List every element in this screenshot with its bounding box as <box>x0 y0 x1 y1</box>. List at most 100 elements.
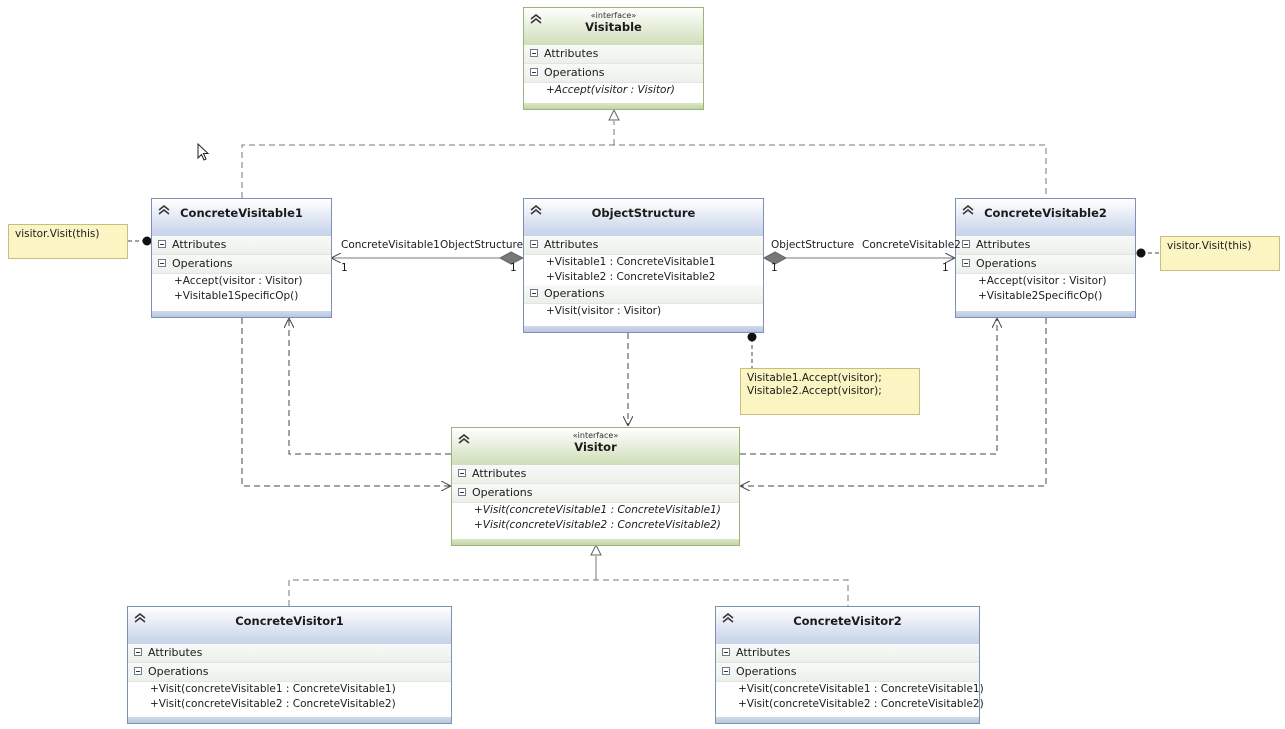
multiplicity-label: 1 <box>771 262 778 274</box>
collapse-minus-icon[interactable] <box>530 68 538 76</box>
operations-label: Operations <box>172 257 233 270</box>
attribute-member[interactable]: +Visitable1 : ConcreteVisitable1 <box>546 256 716 268</box>
operation-member[interactable]: +Visit(concreteVisitable2 : ConcreteVisi… <box>150 698 396 710</box>
class-visitor[interactable]: «interface» Visitor Attributes Operation… <box>451 427 740 546</box>
multiplicity-label: 1 <box>942 262 949 274</box>
class-concrete-visitor1[interactable]: ConcreteVisitor1 Attributes Operations +… <box>127 606 452 724</box>
collapse-chevron-icon[interactable] <box>529 13 543 25</box>
operations-section[interactable]: Operations <box>524 285 763 304</box>
operation-member[interactable]: +Visit(concreteVisitable1 : ConcreteVisi… <box>150 683 396 695</box>
attributes-section[interactable]: Attributes <box>152 236 331 255</box>
operations-section[interactable]: Operations <box>716 663 979 682</box>
note-anchor-dot-right <box>1136 248 1146 258</box>
attributes-label: Attributes <box>736 646 791 659</box>
composition-right <box>762 251 955 265</box>
collapse-chevron-icon[interactable] <box>133 612 147 624</box>
role-label: ObjectStructure <box>771 239 855 251</box>
operation-member[interactable]: +Visit(concreteVisitable1 : ConcreteVisi… <box>738 683 984 695</box>
collapse-minus-icon[interactable] <box>158 240 166 248</box>
note-anchor-dot-center <box>747 332 757 342</box>
operation-member[interactable]: +Visit(visitor : Visitor) <box>546 305 662 317</box>
attributes-section[interactable]: Attributes <box>128 644 451 663</box>
operations-label: Operations <box>472 486 533 499</box>
collapse-minus-icon[interactable] <box>530 289 538 297</box>
operations-section[interactable]: Operations <box>956 255 1135 274</box>
collapse-minus-icon[interactable] <box>158 259 166 267</box>
operations-section[interactable]: Operations <box>452 484 739 503</box>
operations-section[interactable]: Operations <box>128 663 451 682</box>
note-anchor-dot-left <box>142 236 152 246</box>
multiplicity-label: 1 <box>510 262 517 274</box>
collapse-minus-icon[interactable] <box>962 259 970 267</box>
dependency-lines <box>241 318 1047 486</box>
class-header: ConcreteVisitor1 <box>128 607 451 644</box>
note-center[interactable]: Visitable1.Accept(visitor); Visitable2.A… <box>740 368 920 415</box>
operation-member[interactable]: +Accept(visitor : Visitor) <box>978 275 1107 287</box>
operations-section[interactable]: Operations <box>524 64 703 83</box>
operation-member[interactable]: +Visitable1SpecificOp() <box>174 290 299 302</box>
collapse-chevron-icon[interactable] <box>529 204 543 216</box>
operations-label: Operations <box>736 665 797 678</box>
class-header: ConcreteVisitable2 <box>956 199 1135 236</box>
operation-member[interactable]: +Accept(visitor : Visitor) <box>174 275 303 287</box>
note-left[interactable]: visitor.Visit(this) <box>8 224 128 259</box>
class-name: ConcreteVisitor1 <box>235 614 344 628</box>
collapse-chevron-icon[interactable] <box>457 433 471 445</box>
composition-left <box>331 251 525 265</box>
attributes-section[interactable]: Attributes <box>956 236 1135 255</box>
operation-member[interactable]: +Accept(visitor : Visitor) <box>546 84 675 96</box>
collapse-minus-icon[interactable] <box>530 49 538 57</box>
realization-arrowhead-visitable <box>608 108 620 121</box>
collapse-minus-icon[interactable] <box>722 648 730 656</box>
collapse-minus-icon[interactable] <box>458 488 466 496</box>
operation-member[interactable]: +Visit(concreteVisitable2 : ConcreteVisi… <box>738 698 984 710</box>
class-footer <box>128 717 451 723</box>
operations-section[interactable]: Operations <box>152 255 331 274</box>
attributes-label: Attributes <box>172 238 227 251</box>
class-footer <box>956 311 1135 317</box>
operation-member[interactable]: +Visit(concreteVisitable1 : ConcreteVisi… <box>474 504 721 516</box>
attributes-section[interactable]: Attributes <box>524 45 703 64</box>
class-header: ConcreteVisitor2 <box>716 607 979 644</box>
attributes-section[interactable]: Attributes <box>452 465 739 484</box>
class-visitable[interactable]: «interface» Visitable Attributes Operati… <box>523 7 704 110</box>
class-name: Visitable <box>585 20 642 34</box>
class-name: Visitor <box>574 440 617 454</box>
class-footer <box>524 326 763 332</box>
attributes-label: Attributes <box>148 646 203 659</box>
class-footer <box>452 539 739 545</box>
collapse-minus-icon[interactable] <box>458 469 466 477</box>
class-header: «interface» Visitable <box>524 8 703 45</box>
class-footer <box>152 311 331 317</box>
collapse-chevron-icon[interactable] <box>961 204 975 216</box>
attributes-section[interactable]: Attributes <box>716 644 979 663</box>
operation-member[interactable]: +Visitable2SpecificOp() <box>978 290 1103 302</box>
collapse-minus-icon[interactable] <box>962 240 970 248</box>
note-text-line: Visitable2.Accept(visitor); <box>747 385 882 397</box>
note-text-line: Visitable1.Accept(visitor); <box>747 372 882 384</box>
attribute-member[interactable]: +Visitable2 : ConcreteVisitable2 <box>546 271 716 283</box>
realization-to-visitable <box>241 121 1047 198</box>
multiplicity-label: 1 <box>341 262 348 274</box>
attributes-label: Attributes <box>544 47 599 60</box>
note-right[interactable]: visitor.Visit(this) <box>1160 236 1280 271</box>
collapse-chevron-icon[interactable] <box>157 204 171 216</box>
class-header: «interface» Visitor <box>452 428 739 465</box>
class-concrete-visitable1[interactable]: ConcreteVisitable1 Attributes Operations… <box>151 198 332 318</box>
collapse-minus-icon[interactable] <box>530 240 538 248</box>
operation-member[interactable]: +Visit(concreteVisitable2 : ConcreteVisi… <box>474 519 721 531</box>
attributes-label: Attributes <box>544 238 599 251</box>
class-object-structure[interactable]: ObjectStructure Attributes +Visitable1 :… <box>523 198 764 333</box>
class-header: ConcreteVisitable1 <box>152 199 331 236</box>
collapse-minus-icon[interactable] <box>134 667 142 675</box>
collapse-chevron-icon[interactable] <box>721 612 735 624</box>
collapse-minus-icon[interactable] <box>134 648 142 656</box>
class-concrete-visitor2[interactable]: ConcreteVisitor2 Attributes Operations +… <box>715 606 984 724</box>
class-concrete-visitable2[interactable]: ConcreteVisitable2 Attributes Operations… <box>955 198 1136 318</box>
operations-label: Operations <box>976 257 1037 270</box>
realization-to-visitor <box>288 579 849 606</box>
attributes-section[interactable]: Attributes <box>524 236 763 255</box>
note-text: visitor.Visit(this) <box>1167 240 1252 252</box>
collapse-minus-icon[interactable] <box>722 667 730 675</box>
